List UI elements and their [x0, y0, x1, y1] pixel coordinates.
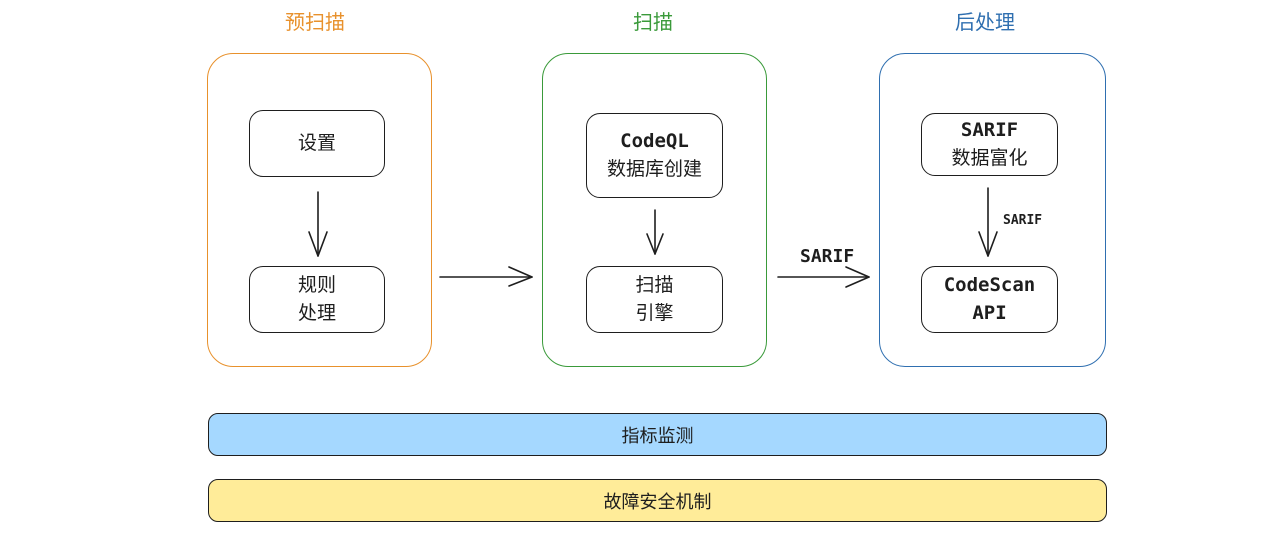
- node-codescan-api-line1: CodeScan: [943, 273, 1036, 296]
- edge-label-scan-to-post: SARIF: [800, 246, 855, 267]
- node-scan-engine-line1: 扫描: [635, 273, 674, 296]
- stage-scan: [542, 53, 767, 367]
- arrowhead-db-to-engine: [646, 233, 664, 255]
- node-codescan-api: CodeScan API: [921, 266, 1058, 333]
- node-setup: 设置: [249, 110, 385, 177]
- node-scan-engine-line2: 引擎: [635, 301, 674, 324]
- node-codeql-database-line1: CodeQL: [620, 129, 689, 152]
- stage-post-process: [879, 53, 1106, 367]
- bar-failsafe-mechanism: 故障安全机制: [208, 479, 1107, 522]
- stage-title-scan: 扫描: [633, 10, 673, 34]
- bar-metrics-monitoring: 指标监测: [208, 413, 1107, 456]
- node-sarif-enrichment: SARIF 数据富化: [921, 113, 1058, 176]
- node-rule-processing-line2: 处理: [297, 301, 336, 324]
- node-scan-engine: 扫描 引擎: [586, 266, 723, 333]
- node-sarif-enrichment-line2: 数据富化: [951, 146, 1028, 169]
- stage-title-post-process: 后处理: [955, 10, 1015, 34]
- node-codescan-api-line2: API: [972, 301, 1007, 324]
- node-codeql-database: CodeQL 数据库创建: [586, 113, 723, 198]
- bar-metrics-monitoring-label: 指标监测: [621, 425, 694, 447]
- node-setup-label: 设置: [297, 131, 336, 154]
- arrowhead-scan-to-post: [845, 266, 870, 288]
- arrowhead-prescan-to-scan: [508, 266, 533, 287]
- bar-failsafe-mechanism-label: 故障安全机制: [603, 491, 712, 513]
- arrowhead-setup-to-rules: [308, 231, 328, 257]
- node-rule-processing-line1: 规则: [297, 273, 336, 296]
- edge-label-enrich-to-api: SARIF: [1003, 213, 1043, 228]
- arrowhead-enrich-to-api: [978, 231, 998, 257]
- node-codeql-database-line2: 数据库创建: [606, 157, 702, 180]
- stage-pre-scan: [207, 53, 432, 367]
- node-sarif-enrichment-line1: SARIF: [960, 118, 1019, 141]
- stage-title-pre-scan: 预扫描: [285, 10, 345, 34]
- node-rule-processing: 规则 处理: [249, 266, 385, 333]
